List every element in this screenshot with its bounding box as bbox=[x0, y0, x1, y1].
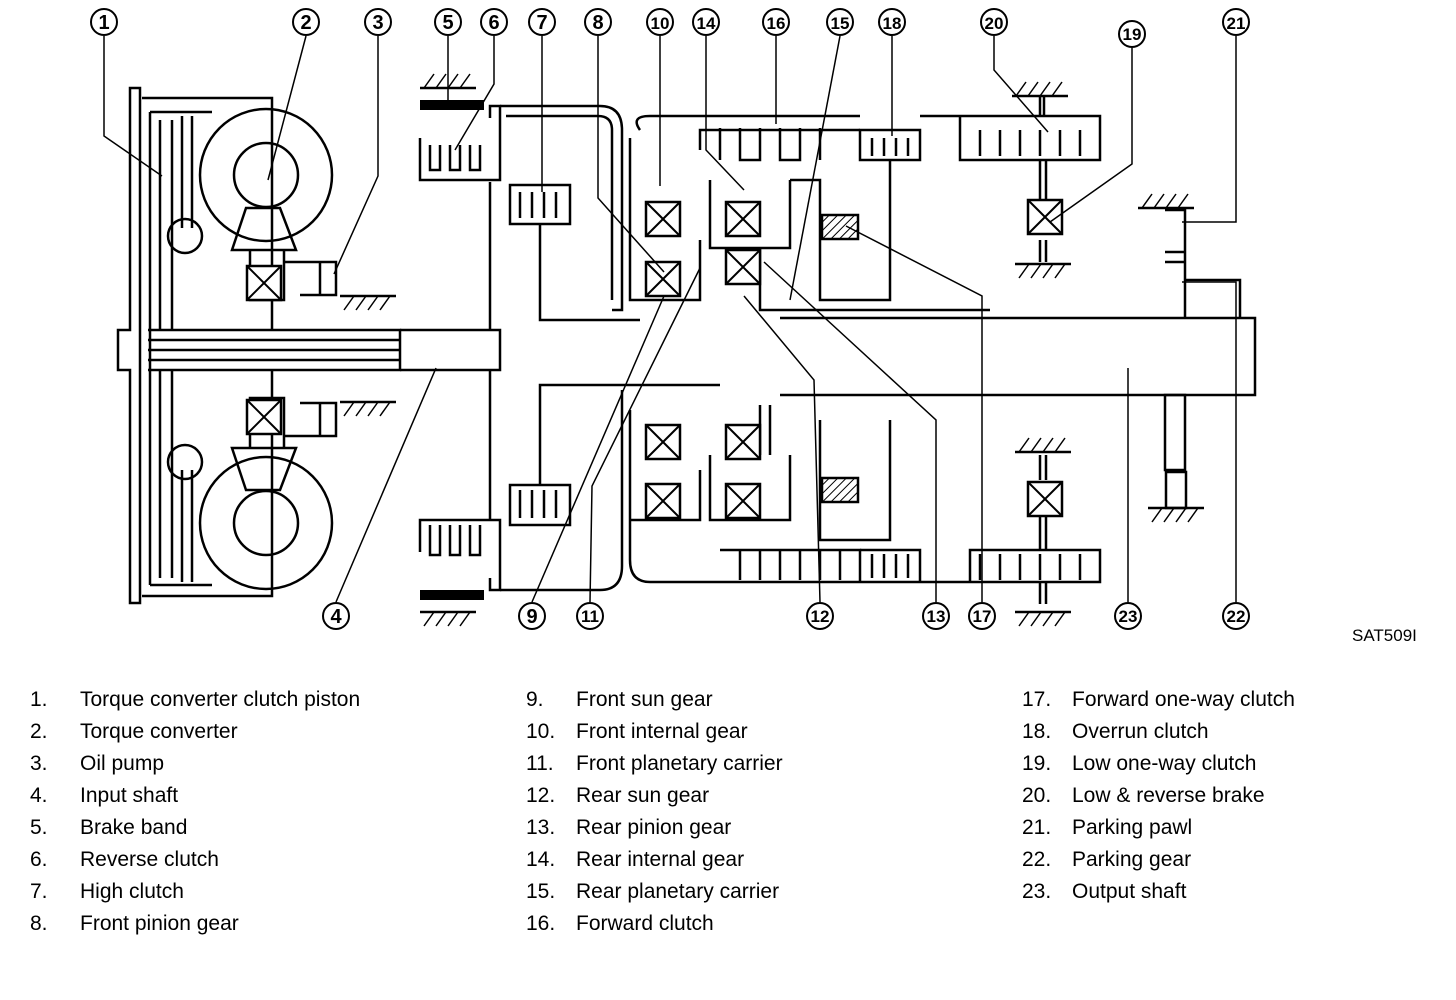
legend-number: 3. bbox=[30, 752, 48, 775]
legend-number: 15. bbox=[526, 880, 556, 903]
callout-15: 15 bbox=[826, 8, 854, 36]
callout-2: 2 bbox=[292, 8, 320, 36]
callout-23: 23 bbox=[1114, 602, 1142, 630]
legend-label: Front pinion gear bbox=[80, 912, 239, 935]
legend-number: 21. bbox=[1022, 816, 1052, 839]
callout-11: 11 bbox=[576, 602, 604, 630]
legend-number: 12. bbox=[526, 784, 556, 807]
legend-number: 16. bbox=[526, 912, 556, 935]
callout-10: 10 bbox=[646, 8, 674, 36]
svg-text:10: 10 bbox=[651, 14, 670, 33]
legend-label: Parking gear bbox=[1072, 848, 1192, 871]
legend-label: Oil pump bbox=[80, 752, 165, 775]
legend-number: 2. bbox=[30, 720, 48, 743]
svg-text:15: 15 bbox=[831, 14, 850, 33]
legend-label: Output shaft bbox=[1072, 880, 1187, 903]
callout-17: 17 bbox=[968, 602, 996, 630]
callout-14: 14 bbox=[692, 8, 720, 36]
legend-label: Forward clutch bbox=[576, 912, 714, 935]
svg-text:11: 11 bbox=[581, 607, 599, 626]
svg-text:22: 22 bbox=[1227, 607, 1246, 626]
svg-text:7: 7 bbox=[536, 12, 547, 34]
legend-number: 6. bbox=[30, 848, 48, 871]
leader-lines bbox=[103, 35, 1237, 603]
planetary-gear-blocks bbox=[245, 198, 1064, 520]
legend-label: Parking pawl bbox=[1072, 816, 1193, 839]
callout-4: 4 bbox=[322, 602, 350, 630]
legend-label: Torque converter bbox=[80, 720, 238, 743]
legend-number: 17. bbox=[1022, 688, 1052, 711]
legend-number: 19. bbox=[1022, 752, 1052, 775]
svg-text:12: 12 bbox=[811, 607, 830, 626]
legend-number: 9. bbox=[526, 688, 544, 711]
callout-3: 3 bbox=[364, 8, 392, 36]
svg-text:2: 2 bbox=[300, 12, 311, 34]
legend-label: Front planetary carrier bbox=[576, 752, 783, 775]
callout-20: 20 bbox=[980, 8, 1008, 36]
legend-number: 23. bbox=[1022, 880, 1052, 903]
legend-label: Front internal gear bbox=[576, 720, 748, 743]
legend-label: Brake band bbox=[80, 816, 188, 839]
legend-label: Torque converter clutch piston bbox=[80, 688, 361, 711]
legend-number: 13. bbox=[526, 816, 556, 839]
callout-22: 22 bbox=[1222, 602, 1250, 630]
callout-markers: 1 2 3 4 5 6 7 8 9 10 11 12 13 14 15 16 1… bbox=[90, 8, 1250, 630]
svg-text:3: 3 bbox=[372, 12, 383, 34]
callout-8: 8 bbox=[584, 8, 612, 36]
legend-number: 10. bbox=[526, 720, 556, 743]
svg-text:4: 4 bbox=[330, 606, 342, 628]
legend-label: Reverse clutch bbox=[80, 848, 219, 871]
callout-1: 1 bbox=[90, 8, 118, 36]
legend-number: 20. bbox=[1022, 784, 1052, 807]
callout-18: 18 bbox=[878, 8, 906, 36]
svg-text:5: 5 bbox=[442, 12, 453, 34]
legend-label: High clutch bbox=[80, 880, 184, 903]
svg-text:6: 6 bbox=[488, 12, 499, 34]
callout-21: 21 bbox=[1222, 8, 1250, 36]
callout-7: 7 bbox=[528, 8, 556, 36]
legend-label: Rear pinion gear bbox=[576, 816, 732, 839]
svg-text:18: 18 bbox=[883, 14, 902, 33]
legend-number: 18. bbox=[1022, 720, 1052, 743]
legend-number: 11. bbox=[526, 752, 554, 775]
legend-label: Rear internal gear bbox=[576, 848, 745, 871]
svg-text:17: 17 bbox=[973, 607, 992, 626]
legend-label: Forward one-way clutch bbox=[1072, 688, 1295, 711]
legend-number: 8. bbox=[30, 912, 48, 935]
svg-text:9: 9 bbox=[526, 606, 537, 628]
legend-number: 5. bbox=[30, 816, 48, 839]
svg-text:8: 8 bbox=[592, 12, 603, 34]
callout-5: 5 bbox=[434, 8, 462, 36]
svg-text:21: 21 bbox=[1227, 14, 1246, 33]
callout-6: 6 bbox=[480, 8, 508, 36]
svg-text:1: 1 bbox=[98, 12, 109, 34]
svg-text:20: 20 bbox=[985, 14, 1004, 33]
mechanism-lines bbox=[116, 86, 1257, 605]
callout-12: 12 bbox=[806, 602, 834, 630]
legend-number: 4. bbox=[30, 784, 48, 807]
svg-text:23: 23 bbox=[1119, 607, 1138, 626]
drawing-code: SAT509I bbox=[1352, 626, 1417, 645]
svg-text:16: 16 bbox=[767, 14, 786, 33]
legend-label: Low & reverse brake bbox=[1072, 784, 1265, 807]
legend-number: 7. bbox=[30, 880, 48, 903]
legend-number: 1. bbox=[30, 688, 48, 711]
svg-text:14: 14 bbox=[697, 14, 716, 33]
callout-9: 9 bbox=[518, 602, 546, 630]
legend-label: Rear planetary carrier bbox=[576, 880, 780, 903]
svg-text:19: 19 bbox=[1123, 25, 1142, 44]
callout-19: 19 bbox=[1118, 20, 1146, 48]
legend-label: Rear sun gear bbox=[576, 784, 710, 807]
transmission-cross-section-diagram: 1 2 3 4 5 6 7 8 9 10 11 12 13 14 15 16 1… bbox=[90, 8, 1257, 630]
legend-label: Low one-way clutch bbox=[1072, 752, 1257, 775]
callout-13: 13 bbox=[922, 602, 950, 630]
legend-number: 14. bbox=[526, 848, 556, 871]
legend-label: Front sun gear bbox=[576, 688, 713, 711]
svg-text:13: 13 bbox=[927, 607, 946, 626]
legend-number: 22. bbox=[1022, 848, 1052, 871]
legend-label: Input shaft bbox=[80, 784, 179, 807]
callout-16: 16 bbox=[762, 8, 790, 36]
brake-band-shapes bbox=[420, 100, 484, 600]
legend-label: Overrun clutch bbox=[1072, 720, 1209, 743]
